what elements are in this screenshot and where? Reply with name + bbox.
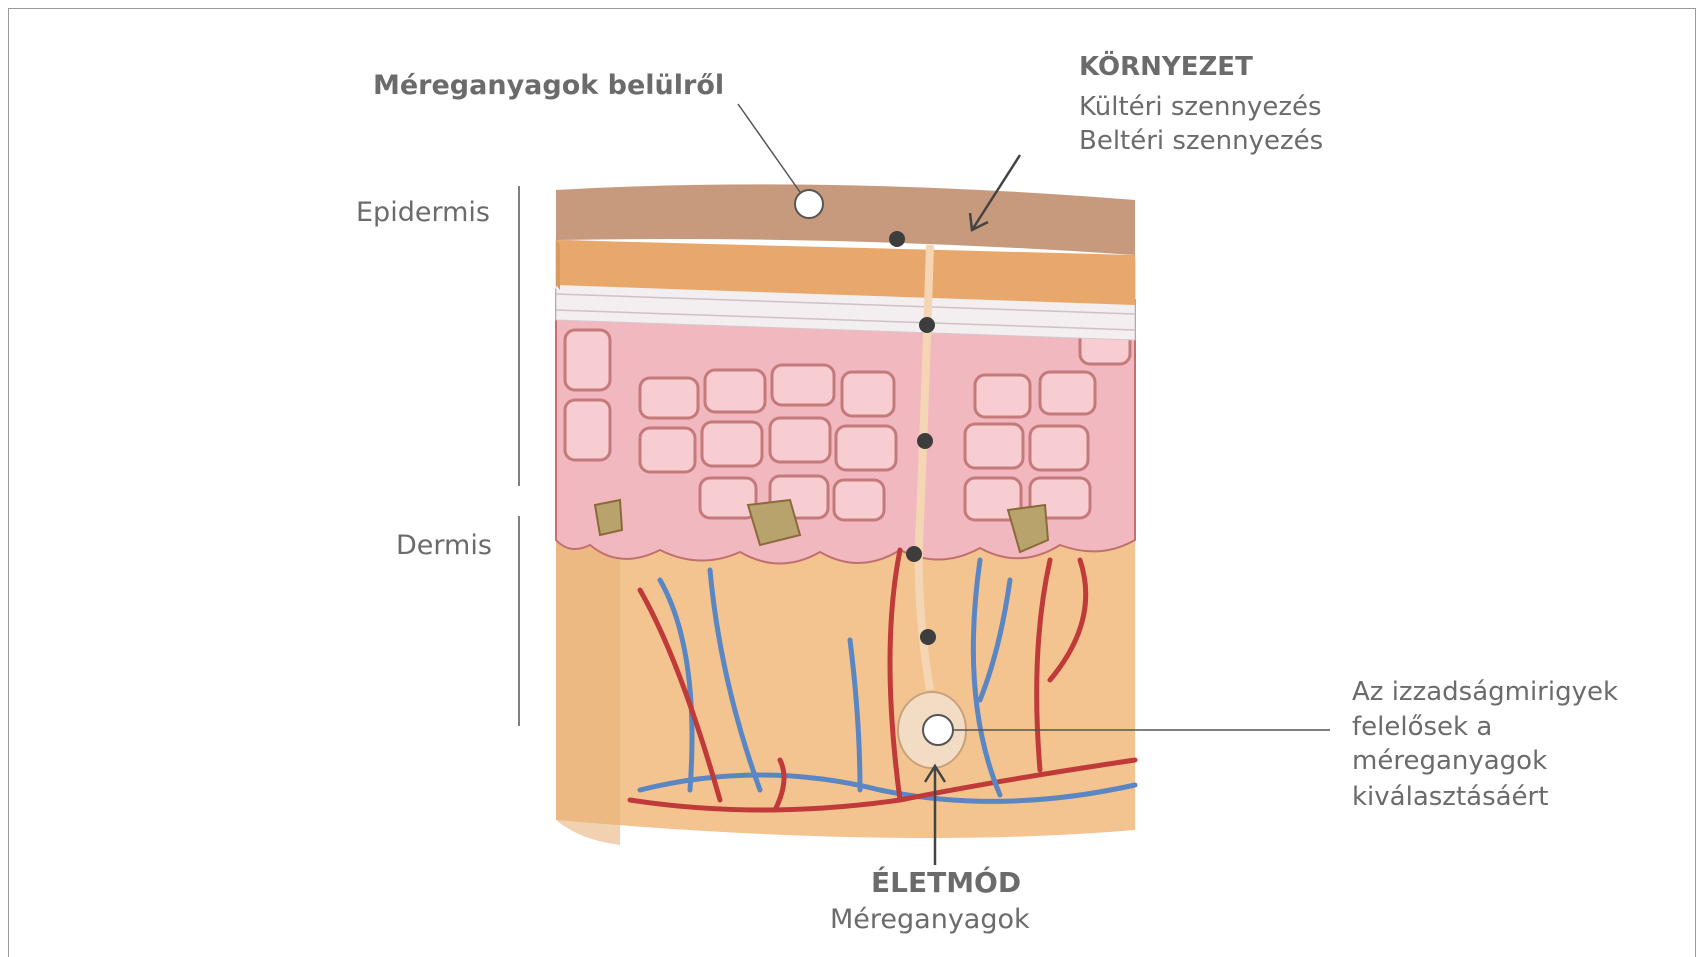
environment-line-1: Kültéri szennyezés — [1079, 92, 1322, 122]
lifestyle-subtitle: Méreganyagok — [830, 904, 1030, 935]
sweat-gland-marker — [923, 715, 953, 745]
lifestyle-title: ÉLETMÓD — [871, 866, 1021, 899]
epidermis-label: Epidermis — [356, 197, 490, 228]
internal-toxins-label: Méreganyagok belülről — [373, 70, 724, 101]
sweat-glands-line-3: méreganyagok — [1352, 746, 1547, 776]
environment-title: KÖRNYEZET — [1079, 52, 1253, 82]
environment-line-2: Beltéri szennyezés — [1079, 126, 1323, 156]
internal-toxin-marker — [795, 190, 823, 218]
sweat-glands-line-2: felelősek a — [1352, 712, 1492, 742]
sweat-glands-line-4: kiválasztásáért — [1352, 782, 1548, 812]
dermis-label: Dermis — [396, 530, 492, 561]
sweat-glands-line-1: Az izzadságmirigyek — [1352, 677, 1618, 707]
internal-toxin-leader — [738, 104, 800, 192]
